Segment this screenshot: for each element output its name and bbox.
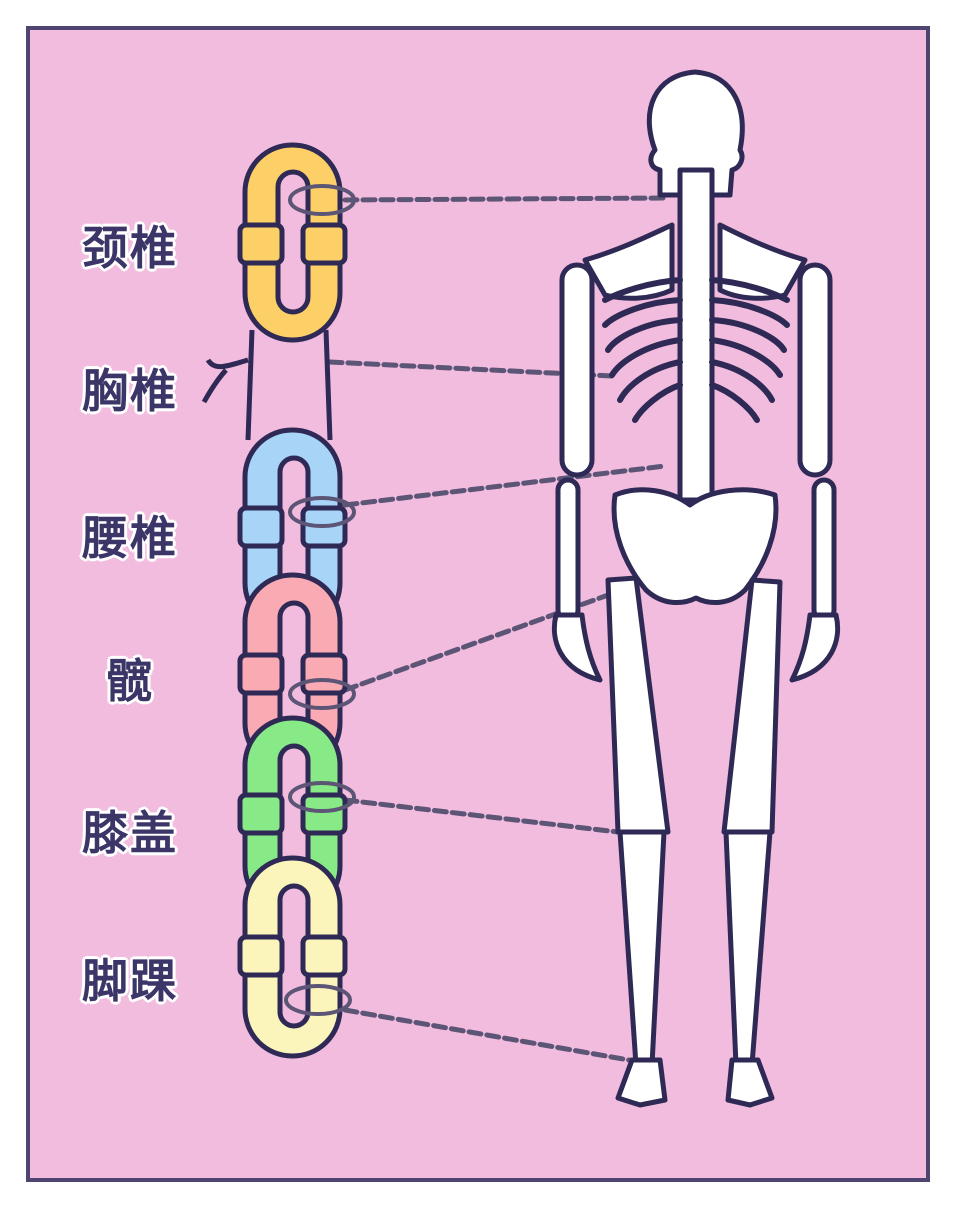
right-femur — [721, 577, 783, 835]
ribs — [602, 277, 790, 423]
left-scapula — [582, 222, 675, 301]
label-hip: 髋 — [106, 654, 154, 708]
chain-knee — [342, 797, 621, 835]
label-knee: 膝盖 — [82, 806, 178, 860]
link-thoracic — [201, 329, 333, 441]
right-upper-arm — [797, 262, 833, 478]
right-scapula — [717, 222, 808, 301]
link-cervical — [237, 142, 356, 343]
left-tibia — [617, 829, 667, 1068]
label-lumbar: 腰椎 — [82, 511, 178, 565]
label-cervical: 颈椎 — [82, 221, 178, 275]
chain-neck — [342, 195, 668, 203]
right-forearm — [811, 477, 837, 623]
spine — [677, 167, 715, 503]
chain-lumbar — [342, 463, 668, 508]
left-femur — [605, 575, 671, 835]
link-ankle — [237, 855, 352, 1059]
right-foot — [725, 1057, 775, 1108]
left-upper-arm — [559, 262, 595, 478]
left-hand — [551, 612, 603, 683]
skull — [646, 69, 745, 198]
right-tibia — [723, 829, 773, 1068]
label-ankle: 脚踝 — [82, 954, 178, 1008]
skeleton — [551, 69, 841, 1108]
label-thoracic: 胸椎 — [82, 364, 178, 418]
left-forearm — [555, 477, 581, 623]
right-hand — [789, 612, 841, 683]
chain-ankle — [342, 1007, 643, 1065]
left-foot — [615, 1057, 668, 1108]
